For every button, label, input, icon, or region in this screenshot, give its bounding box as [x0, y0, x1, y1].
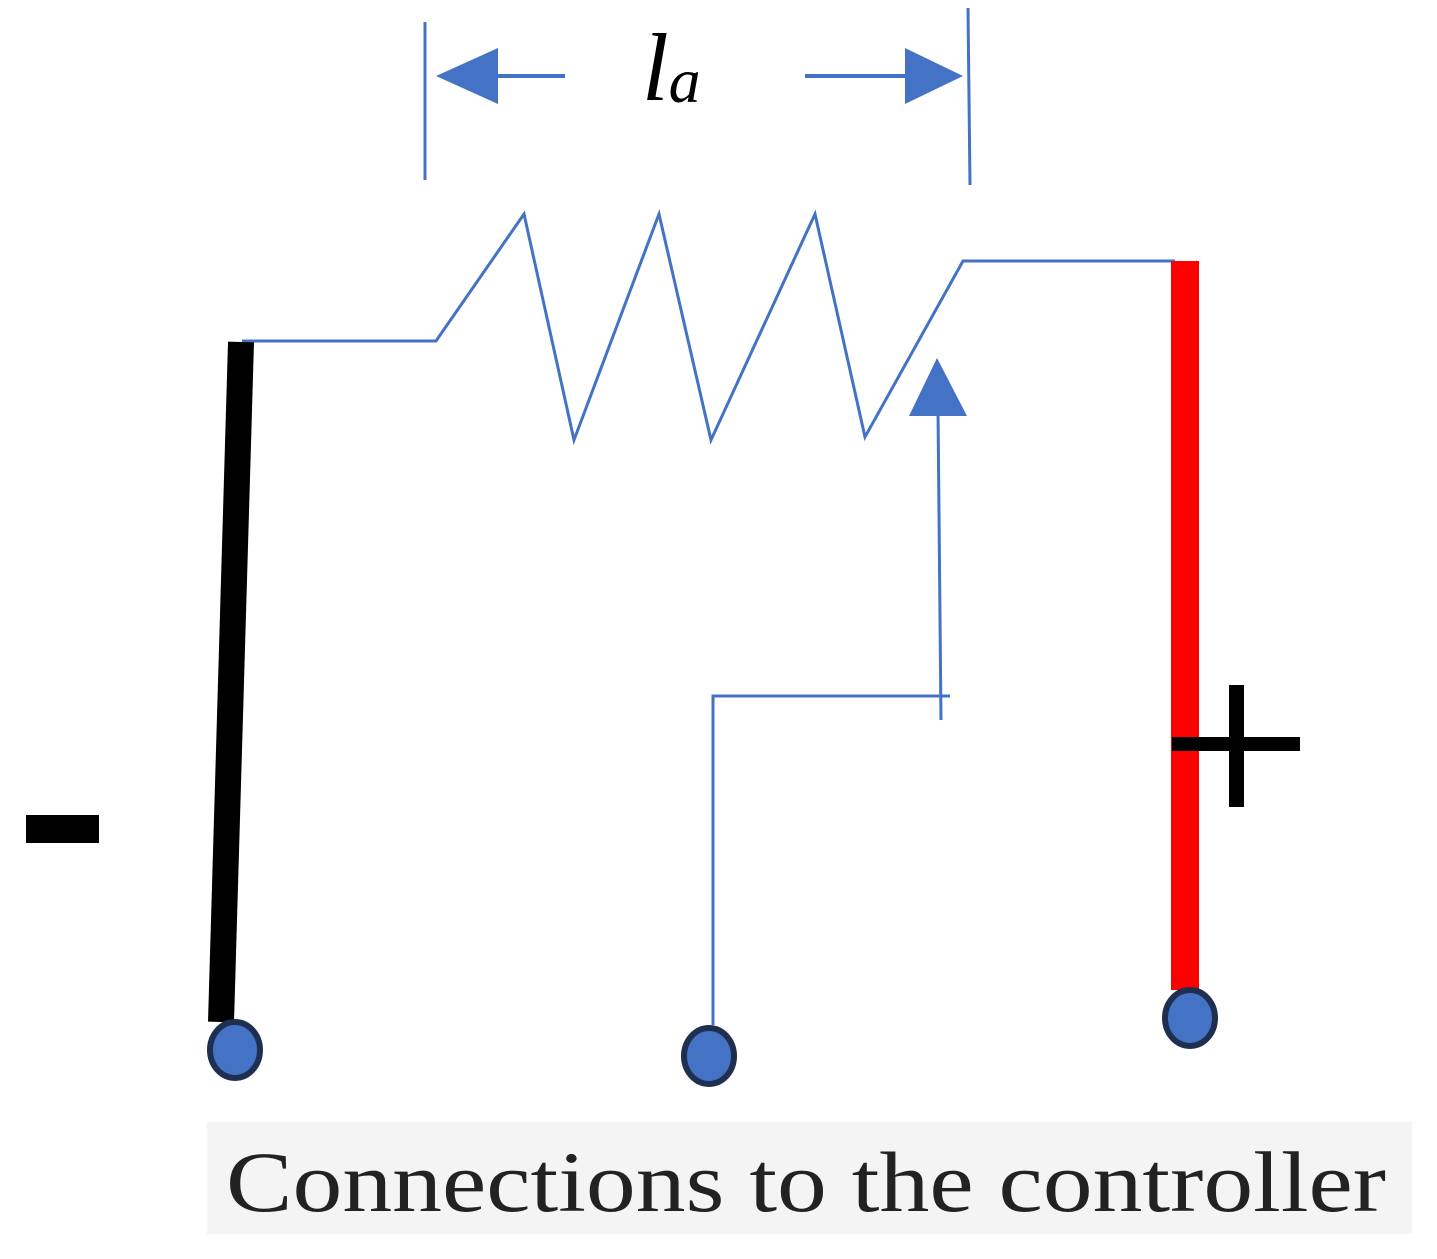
length-label-subscript: a — [669, 45, 701, 116]
positive-terminal[interactable] — [1162, 987, 1218, 1049]
negative-terminal[interactable] — [207, 1019, 263, 1081]
positive-sign: + — [1172, 685, 1300, 807]
length-label: la — [642, 14, 701, 121]
length-label-main: l — [642, 14, 669, 121]
caption: Connections to the controller — [226, 1134, 1386, 1230]
caption-background — [207, 1122, 1412, 1234]
dimension-arrow-left — [436, 48, 565, 104]
dimension-extension-right — [966, 7, 972, 186]
resistor-element — [242, 208, 1175, 446]
wiper-arrow — [909, 358, 967, 721]
negative-sign: - — [26, 815, 99, 843]
wiper-terminal[interactable] — [681, 1025, 737, 1087]
dimension-arrow-right — [805, 48, 963, 104]
wiper-wire — [711, 694, 950, 1025]
negative-lead — [208, 341, 254, 1023]
